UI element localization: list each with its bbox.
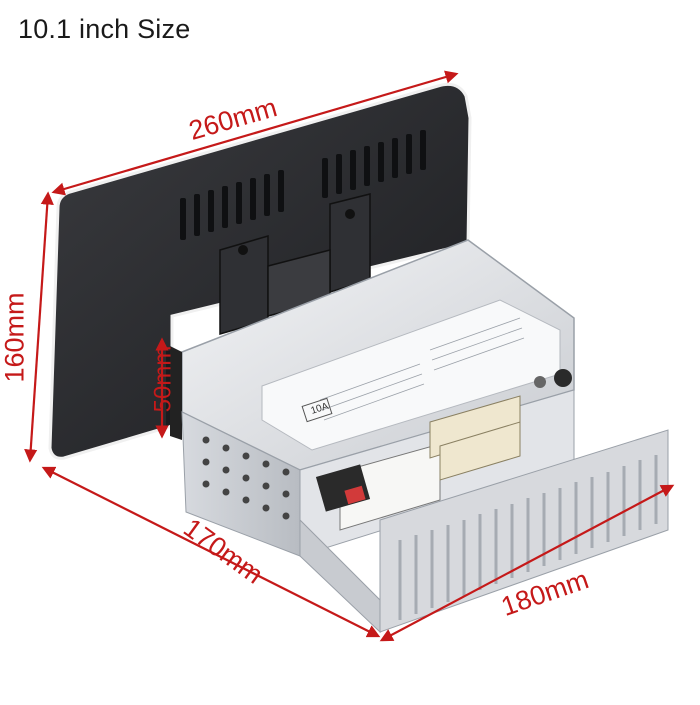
fuse-label: 10A — [310, 401, 331, 417]
dimension-lines — [24, 70, 675, 642]
side-length-dimension-line — [41, 466, 381, 638]
depth-label: 50mm — [149, 345, 177, 413]
height-label: 160mm — [0, 292, 30, 383]
width-dimension-line — [51, 70, 459, 196]
height-dimension-line — [24, 191, 54, 463]
size-title: 10.1 inch Size — [18, 14, 191, 44]
front-length-dimension-line — [379, 484, 675, 642]
